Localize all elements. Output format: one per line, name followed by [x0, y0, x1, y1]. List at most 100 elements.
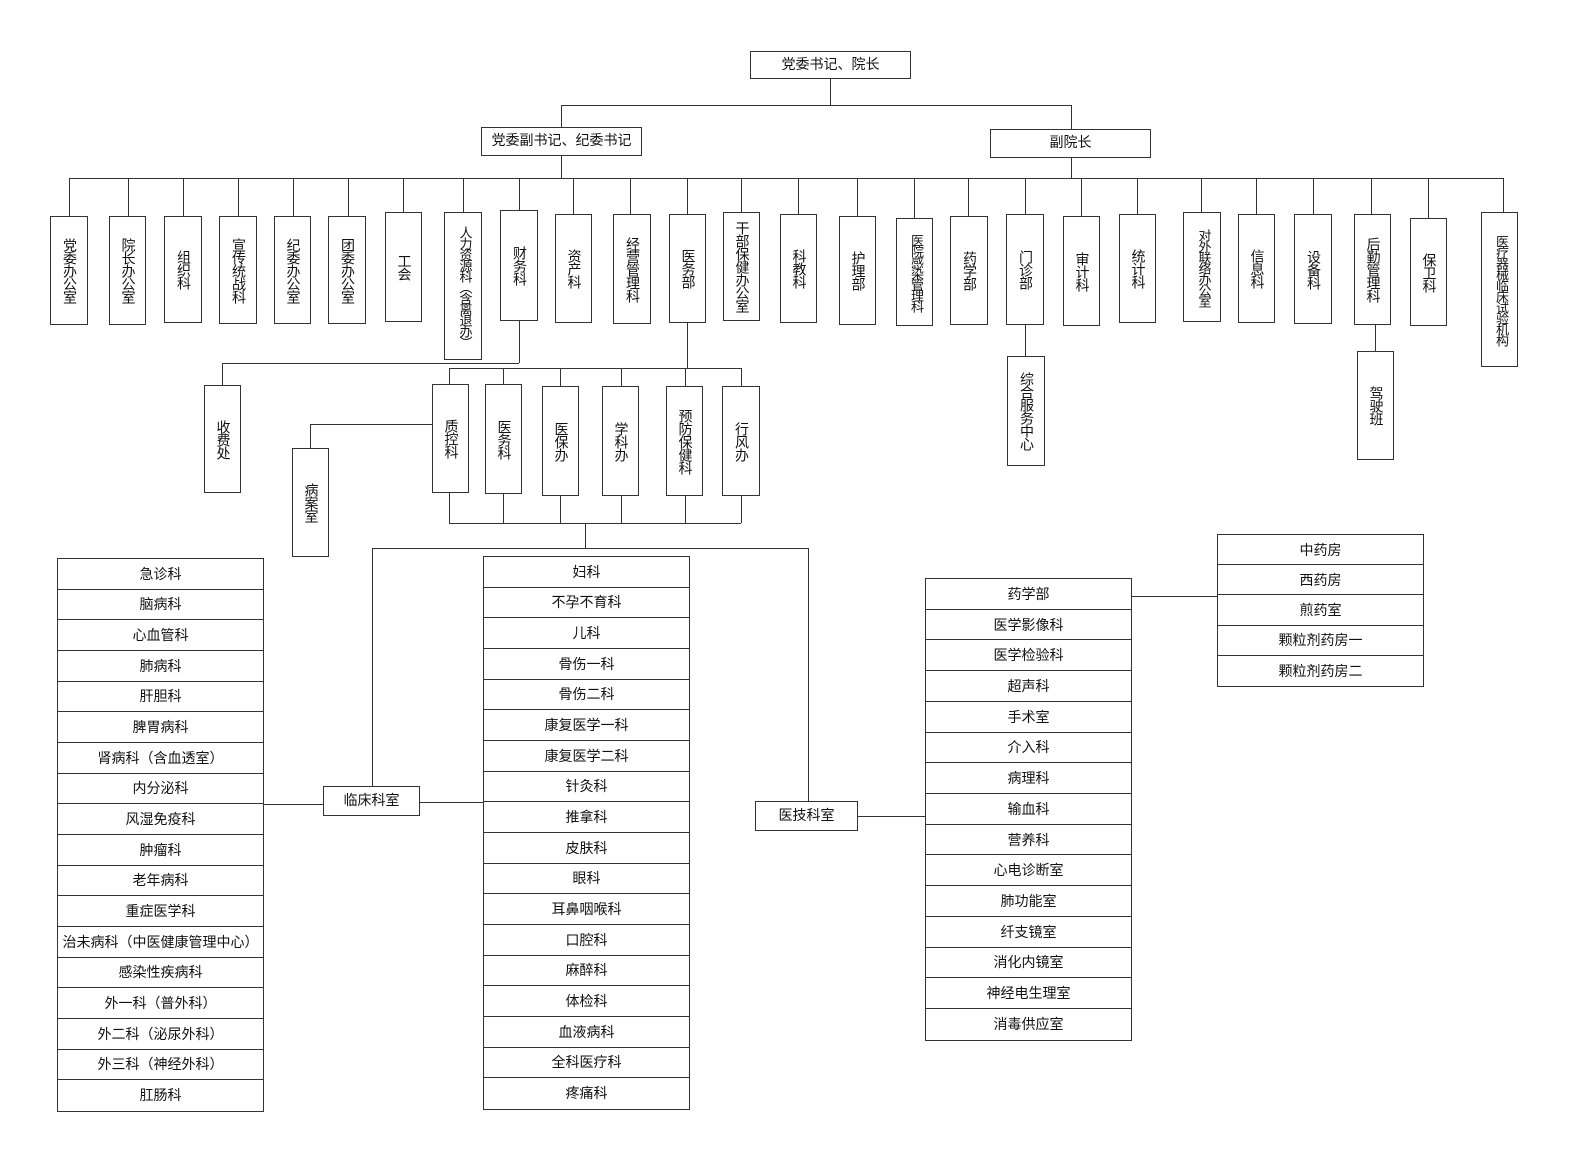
connector [630, 178, 631, 214]
connector [687, 178, 688, 214]
dept-node: 保卫科 [1410, 218, 1447, 326]
clinical-list-right: 妇科不孕不育科儿科骨伤一科骨伤二科康复医学一科康复医学二科针灸科推拿科皮肤科眼科… [483, 556, 690, 1110]
service-center-node: 综合服务中心 [1007, 356, 1045, 466]
medtech-dept-item: 手术室 [926, 702, 1131, 733]
clinical-dept-item: 儿科 [484, 618, 689, 649]
connector [687, 323, 688, 368]
clinical-dept-item: 体检科 [484, 986, 689, 1017]
connector [449, 368, 450, 384]
clinical-dept-item: 脑病科 [58, 590, 263, 621]
connector [857, 178, 858, 216]
medtech-dept-item: 医学影像科 [926, 610, 1131, 641]
connector [1071, 158, 1072, 178]
medtech-dept-item: 肺功能室 [926, 886, 1131, 917]
connector [128, 178, 129, 216]
clinical-dept-item: 骨伤一科 [484, 649, 689, 680]
medtech-dept-item: 超声科 [926, 671, 1131, 702]
dept-node: 干部保健办公室 [723, 212, 760, 321]
medtech-hub-node: 医技科室 [755, 801, 858, 831]
connector [503, 494, 504, 523]
dept-node: 信息科 [1238, 214, 1275, 323]
connector [1071, 105, 1072, 129]
pharmacy-item: 煎药室 [1218, 595, 1423, 626]
clinical-dept-item: 口腔科 [484, 925, 689, 956]
connector [1375, 325, 1376, 351]
connector [264, 804, 323, 805]
clinical-dept-item: 心血管科 [58, 620, 263, 651]
clinical-dept-item: 肺病科 [58, 651, 263, 682]
dept-node: 门诊部 [1006, 214, 1044, 325]
dept-node: 对外联络办公室 [1183, 212, 1221, 322]
medtech-list: 药学部医学影像科医学检验科超声科手术室介入科病理科输血科营养科心电诊断室肺功能室… [925, 578, 1132, 1041]
clinical-dept-item: 血液病科 [484, 1017, 689, 1048]
connector [561, 105, 562, 127]
connector [1313, 178, 1314, 214]
connector [741, 368, 742, 386]
dept-node: 设备科 [1294, 214, 1332, 324]
connector [1132, 596, 1217, 597]
clinical-dept-item: 治未病科（中医健康管理中心） [58, 927, 263, 958]
medtech-dept-item: 神经电生理室 [926, 978, 1131, 1010]
medtech-dept-item: 病理科 [926, 763, 1131, 795]
connector [503, 368, 504, 384]
clinical-dept-item: 耳鼻咽喉科 [484, 894, 689, 925]
clinical-dept-item: 不孕不育科 [484, 588, 689, 619]
dept-node: 护理部 [839, 216, 876, 325]
clinical-dept-item: 疼痛科 [565, 1086, 608, 1103]
connector [449, 493, 450, 523]
medtech-dept-item: 医学检验科 [926, 640, 1131, 672]
clinical-dept-item: 老年病科 [58, 866, 263, 897]
dept-node: 团委办公室 [328, 216, 366, 324]
deputy-secretary-node: 党委副书记、纪委书记 [481, 127, 642, 156]
pharmacy-item: 颗粒剂药房一 [1218, 626, 1423, 656]
medtech-dept-item: 介入科 [926, 733, 1131, 764]
dept-node: 科教科 [780, 214, 817, 323]
medtech-dept-item: 心电诊断室 [926, 855, 1131, 887]
connector [463, 178, 464, 212]
clinical-dept-item: 脾胃病科 [58, 712, 263, 743]
connector [561, 105, 1071, 106]
connector [1371, 178, 1372, 214]
connector [519, 321, 520, 363]
clinical-dept-item: 肾病科（含血透室） [58, 743, 263, 774]
clinical-dept-item: 皮肤科 [484, 833, 689, 864]
medical-sub-node: 质控科 [432, 384, 469, 493]
medical-sub-node: 学科办 [602, 386, 639, 496]
dept-node: 统计科 [1119, 214, 1156, 323]
pharmacy-item: 中药房 [1218, 535, 1423, 566]
connector [573, 178, 574, 214]
connector [1201, 178, 1202, 212]
dept-node: 医务部 [669, 214, 706, 323]
connector [1137, 178, 1138, 214]
medtech-dept-item: 输血科 [926, 794, 1131, 825]
clinical-dept-item: 肛肠科 [139, 1088, 182, 1105]
clinical-dept-item: 肿瘤科 [58, 835, 263, 866]
medtech-dept-item: 消毒供应室 [993, 1017, 1064, 1034]
root-node: 党委书记、院长 [750, 51, 911, 79]
connector [238, 178, 239, 216]
connector [968, 178, 969, 216]
connector [403, 178, 404, 212]
vice-president-node: 副院长 [990, 129, 1151, 158]
connector [1025, 178, 1026, 214]
connector [560, 368, 561, 386]
connector [741, 496, 742, 523]
dept-node: 资产科 [555, 214, 592, 323]
clinical-dept-item: 重症医学科 [58, 896, 263, 927]
connector [1081, 178, 1082, 216]
records-room-node: 病案室 [292, 448, 329, 557]
connector [741, 178, 742, 212]
connector [1503, 178, 1504, 212]
clinical-dept-item: 肝胆科 [58, 682, 263, 713]
connector [372, 548, 808, 549]
connector [621, 368, 622, 386]
dept-node: 医疗器械临床试验机构 [1481, 212, 1518, 367]
clinical-dept-item: 风湿免疫科 [58, 804, 263, 835]
clinical-dept-item: 急诊科 [58, 559, 263, 590]
clinical-hub-node: 临床科室 [323, 786, 420, 816]
connector [1428, 178, 1429, 218]
medical-sub-node: 行风办 [722, 386, 760, 496]
clinical-dept-item: 妇科 [484, 557, 689, 588]
medtech-dept-item: 药学部 [926, 579, 1131, 610]
connector [685, 496, 686, 523]
